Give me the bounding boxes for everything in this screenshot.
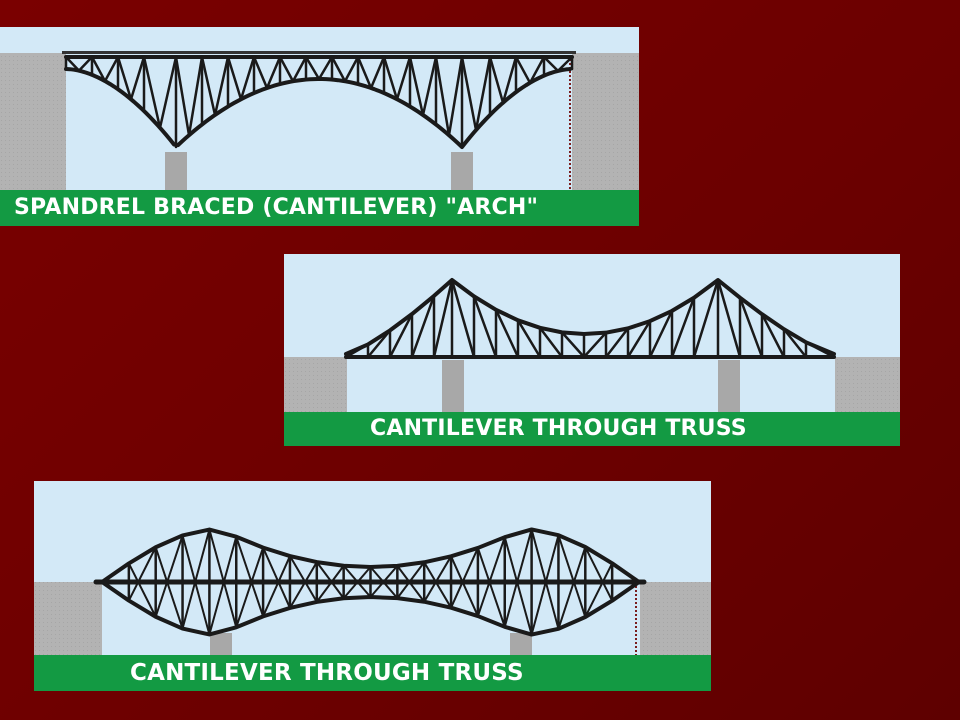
left-pier (165, 152, 187, 190)
cantilever-truss-diagram-1 (284, 278, 900, 412)
spandrel-arch-diagram (0, 51, 639, 190)
cantilever-truss (344, 278, 836, 359)
bridge-panel-cantilever-1: CANTILEVER THROUGH TRUSS (284, 254, 900, 446)
right-pier (718, 360, 740, 412)
caption-cantilever-1: CANTILEVER THROUGH TRUSS (284, 412, 900, 446)
right-abutment (640, 582, 711, 655)
double-cantilever-truss (93, 527, 647, 637)
left-abutment (284, 357, 347, 412)
left-pier (210, 633, 232, 655)
left-abutment (0, 53, 66, 190)
right-abutment (835, 357, 900, 412)
left-abutment (34, 582, 102, 655)
cantilever-truss-diagram-2 (34, 527, 711, 655)
right-pier (451, 152, 473, 190)
bridge-panel-cantilever-2: CANTILEVER THROUGH TRUSS (34, 481, 711, 691)
bridge-panel-spandrel-arch: SPANDREL BRACED (CANTILEVER) "ARCH" (0, 27, 639, 226)
bridge-deck (62, 51, 576, 54)
right-abutment (572, 53, 639, 190)
caption-cantilever-2: CANTILEVER THROUGH TRUSS (34, 655, 711, 691)
spandrel-truss (64, 55, 574, 149)
right-pier (510, 633, 532, 655)
left-pier (442, 360, 464, 412)
caption-spandrel-arch: SPANDREL BRACED (CANTILEVER) "ARCH" (0, 190, 639, 226)
